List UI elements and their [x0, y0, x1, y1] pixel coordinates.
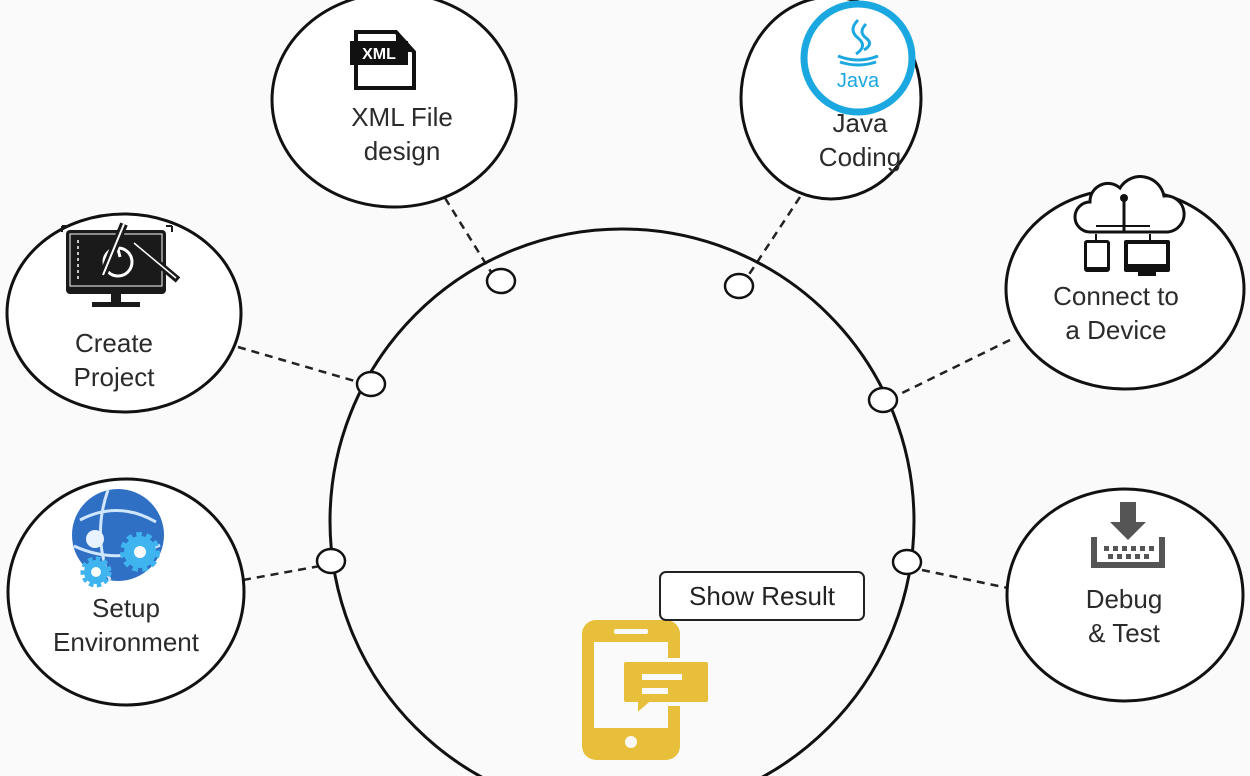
step-circle-setup [6, 477, 246, 707]
connector-xml [443, 197, 493, 273]
show-result-label: Show Result [659, 571, 865, 621]
step-circle-debug [1005, 487, 1245, 703]
step-label-java: Java Coding [760, 106, 960, 174]
step-label-device-line2: a Device [1065, 315, 1167, 345]
step-label-create-line1: Create [74, 328, 154, 358]
globe-gears-icon [72, 489, 164, 588]
step-label-debug: Debug & Test [1024, 582, 1224, 650]
smartphone-message-icon [582, 620, 712, 760]
java-logo-icon: Java [800, 0, 916, 116]
step-circle-create [5, 212, 243, 414]
java-icon-text: Java [837, 70, 880, 92]
step-label-xml-line2: design [363, 136, 441, 166]
connection-node-xml [485, 267, 517, 295]
step-label-create-line2: Project [73, 362, 155, 392]
step-label-setup-line1: Setup [92, 593, 160, 623]
connection-node-device [867, 386, 899, 414]
step-label-xml-line1: XML File [351, 102, 453, 132]
connection-node-setup [315, 547, 347, 575]
central-cycle-circle [328, 227, 916, 776]
connection-node-java [723, 272, 755, 300]
keyboard-download-icon [1091, 502, 1165, 568]
xml-file-icon: XML [350, 30, 416, 90]
step-label-create: Create Project [14, 326, 214, 394]
connection-node-debug [891, 548, 923, 576]
step-label-setup-line2: Environment [53, 627, 199, 657]
step-label-debug-line2: & Test [1088, 618, 1160, 648]
step-label-device: Connect to a Device [1016, 279, 1216, 347]
connector-device [895, 338, 1011, 398]
step-label-xml: XML File design [302, 100, 502, 168]
step-label-setup: Setup Environment [14, 591, 238, 659]
step-label-debug-line1: Debug [1085, 584, 1163, 614]
connector-debug [921, 568, 1009, 590]
connector-create [237, 345, 359, 384]
step-label-java-line1: Java [832, 108, 888, 138]
step-label-device-line1: Connect to [1053, 281, 1179, 311]
connector-java [746, 196, 802, 277]
connection-node-create [355, 370, 387, 398]
connector-setup [242, 564, 321, 582]
monitor-design-tools-icon [61, 222, 181, 307]
cloud-devices-icon [1073, 175, 1186, 276]
step-label-java-line2: Coding [818, 142, 902, 172]
step-circle-xml [270, 0, 518, 209]
xml-icon-text: XML [362, 46, 396, 63]
